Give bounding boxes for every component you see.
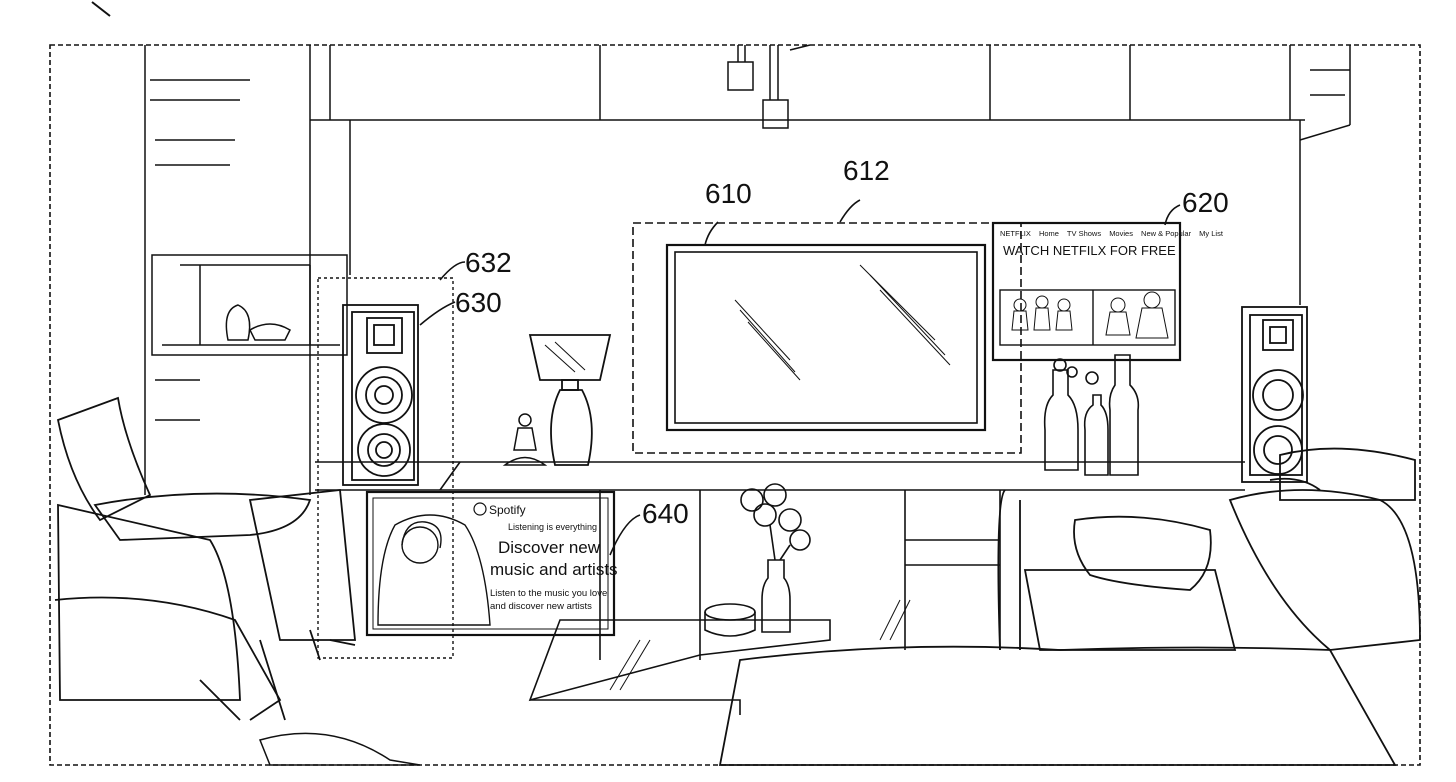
- netflix-nav-logo: NETFLIX: [1000, 229, 1031, 238]
- figure-frame: [49, 44, 1421, 766]
- flower-vase: [704, 483, 811, 637]
- label-610: 610: [705, 178, 752, 209]
- leader-620: [1164, 204, 1181, 226]
- label-632: 632: [465, 247, 512, 278]
- table-lamp: [528, 334, 612, 466]
- netflix-nav-home: Home: [1039, 229, 1059, 238]
- label-640: 640: [642, 498, 689, 529]
- spotify-heading-line1: Discover new: [498, 538, 601, 557]
- spotify-body-line2: and discover new artists: [490, 601, 592, 612]
- netflix-nav-movies: Movies: [1109, 229, 1133, 238]
- coffee-table: [528, 599, 911, 715]
- ceiling-lamp: [727, 44, 811, 129]
- figurine: [502, 413, 548, 466]
- netflix-nav-tv-shows: TV Shows: [1067, 229, 1101, 238]
- spotify-body-line1: Listen to the music you love: [490, 588, 607, 599]
- ceiling-structure: [144, 45, 1351, 495]
- label-620: 620: [1182, 187, 1229, 218]
- vases: [1043, 354, 1140, 476]
- netflix-nav-my-list: My List: [1199, 229, 1224, 238]
- netflix-headline: WATCH NETFILX FOR FREE: [1003, 243, 1176, 258]
- leader-632: [439, 261, 466, 281]
- left-speaker: [342, 304, 419, 486]
- leader-612: [839, 199, 861, 223]
- figure-arrow: [91, 1, 111, 17]
- armchairs: [54, 396, 356, 721]
- spotify-tagline: Listening is everything: [508, 522, 597, 532]
- right-speaker: [1241, 306, 1308, 483]
- spotify-logo-icon: [473, 502, 487, 516]
- label-630: 630: [455, 287, 502, 318]
- leader-610: [704, 221, 719, 246]
- floor-rug: [258, 732, 421, 766]
- spotify-panel: Spotify Listening is everything Discover…: [365, 490, 618, 637]
- netflix-panel: NETFLIX Home TV Shows Movies New & Popul…: [991, 221, 1224, 362]
- spotify-brand: Spotify: [489, 503, 526, 517]
- zone-612-boundary: [632, 222, 1022, 454]
- netflix-nav-new-popular: New & Popular: [1141, 229, 1192, 238]
- leader-640: [609, 514, 641, 556]
- zone-632-boundary: [317, 277, 454, 659]
- leader-630: [419, 301, 456, 326]
- spotify-heading-line2: music and artists: [490, 560, 618, 579]
- spotify-artist-illustration: [377, 514, 491, 626]
- screen-glare: [734, 264, 951, 381]
- svg-text:NETFLIX Home TV Sh: NETFLIX Home TV Shows Movies New & Popul…: [1000, 229, 1224, 238]
- sofa: [718, 447, 1421, 766]
- label-612: 612: [843, 155, 890, 186]
- wall-television: [665, 243, 987, 432]
- netflix-thumb-characters: [1011, 291, 1169, 339]
- leader-lines: [419, 199, 1181, 556]
